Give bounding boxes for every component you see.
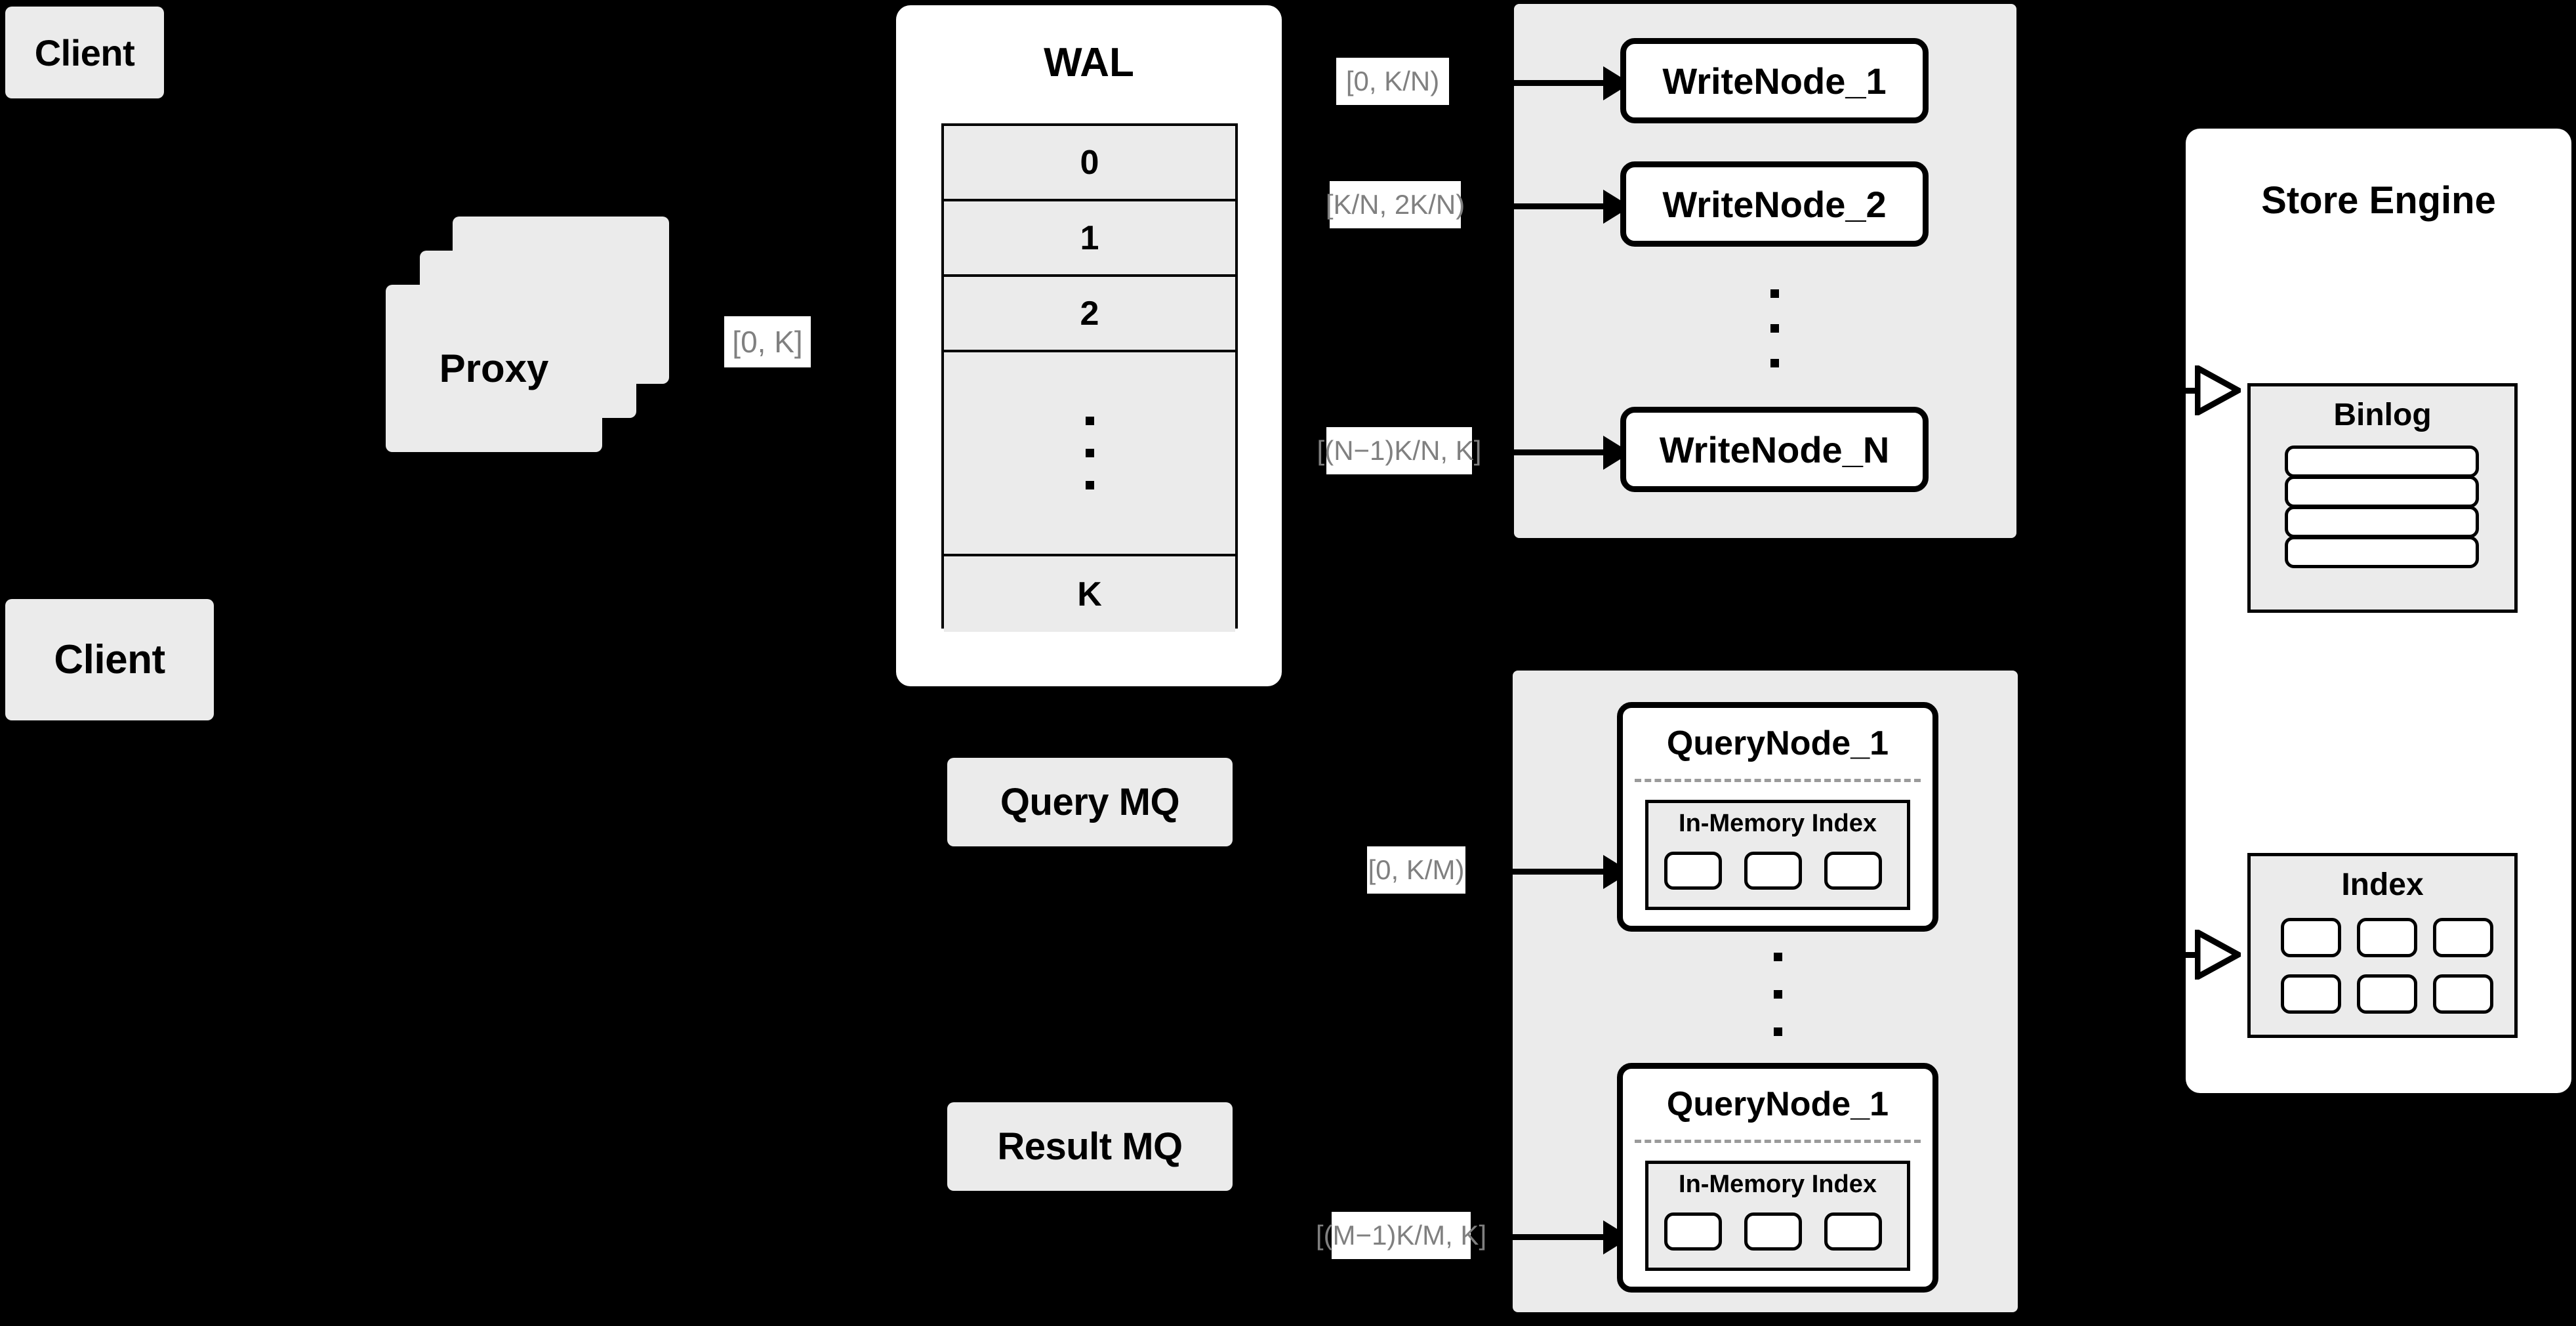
write-node-2-range-text: [K/N, 2K/N) <box>1325 189 1465 220</box>
index-segment <box>1744 1212 1802 1251</box>
client-label-1: Client <box>34 31 135 73</box>
query-node-1-label: QueryNode_1 <box>1666 724 1889 762</box>
write-node-2-range-label: [K/N, 2K/N) <box>1326 181 1465 228</box>
query-node-1-divider <box>1635 779 1921 782</box>
write-node-n-label: WriteNode_N <box>1659 428 1890 470</box>
write-node-1-range-label: [0, K/N) <box>1336 58 1449 105</box>
query-node-1-box[interactable]: QueryNode_1 In-Memory Index <box>1617 702 1938 932</box>
arrow-to-index <box>2152 952 2203 958</box>
wal-row-label: 0 <box>1080 143 1099 182</box>
client-label-2: Client <box>54 637 165 682</box>
client-box-1[interactable]: Client <box>5 7 164 98</box>
index-segment <box>1664 852 1722 890</box>
wal-title: WAL <box>1044 40 1134 85</box>
arrow-to-write-node-n <box>1503 449 1603 455</box>
arrow-to-query-node-1 <box>1503 869 1603 875</box>
in-memory-index-2: In-Memory Index <box>1645 1161 1910 1271</box>
wal-row-label: 1 <box>1080 218 1099 257</box>
query-cluster-ellipsis-icon <box>1758 935 1797 1053</box>
arrowhead-index-hollow-icon <box>2195 930 2241 980</box>
index-slot <box>2433 918 2493 957</box>
query-mq-label: Query MQ <box>1000 781 1180 823</box>
index-title: Index <box>2341 867 2424 902</box>
write-node-2-label: WriteNode_2 <box>1662 183 1887 225</box>
in-memory-index-2-title: In-Memory Index <box>1679 1171 1877 1198</box>
proxy-range-text: [0, K] <box>732 325 803 359</box>
proxy-label: Proxy <box>439 346 549 390</box>
arrow-to-query-node-2 <box>1503 1234 1603 1240</box>
client-box-2[interactable]: Client <box>5 599 214 720</box>
binlog-segment <box>2285 536 2479 568</box>
write-node-1-range-text: [0, K/N) <box>1345 66 1440 96</box>
binlog-title: Binlog <box>2333 398 2432 432</box>
wal-row-label: 2 <box>1080 294 1099 333</box>
binlog-segment <box>2285 476 2479 508</box>
write-node-1-box[interactable]: WriteNode_1 <box>1620 38 1929 123</box>
wal-table: 0 1 2 K <box>941 123 1238 632</box>
wal-row: 0 <box>944 126 1235 201</box>
arrowhead-binlog-hollow-icon <box>2195 365 2241 415</box>
index-slot <box>2281 918 2341 957</box>
index-slot <box>2357 974 2417 1014</box>
proxy-range-label: [0, K] <box>724 316 811 367</box>
binlog-segment <box>2285 445 2479 478</box>
write-cluster-ellipsis-icon <box>1755 276 1794 381</box>
query-node-1-range-label: [0, K/M) <box>1367 846 1465 894</box>
index-slot <box>2281 974 2341 1014</box>
index-slot <box>2433 974 2493 1014</box>
result-mq-label: Result MQ <box>997 1125 1183 1168</box>
binlog-group: Binlog <box>2247 383 2518 613</box>
binlog-segment <box>2285 506 2479 538</box>
store-engine-title: Store Engine <box>2261 179 2496 222</box>
query-node-2-box[interactable]: QueryNode_1 In-Memory Index <box>1617 1063 1938 1293</box>
write-node-n-range-text: [(N−1)K/N, K] <box>1317 435 1482 466</box>
query-node-1-range-text: [0, K/M) <box>1368 854 1465 885</box>
wal-vertical-ellipsis-icon <box>944 352 1235 554</box>
query-mq-box[interactable]: Query MQ <box>947 758 1233 846</box>
write-node-1-label: WriteNode_1 <box>1662 60 1887 102</box>
query-node-2-range-text: [(M−1)K/M, K] <box>1315 1220 1487 1251</box>
result-mq-box[interactable]: Result MQ <box>947 1102 1233 1191</box>
wal-row: 2 <box>944 277 1235 352</box>
wal-panel: WAL 0 1 2 K <box>896 5 1282 686</box>
in-memory-index-1: In-Memory Index <box>1645 800 1910 910</box>
arrow-to-write-node-2 <box>1503 203 1603 209</box>
index-group: Index <box>2247 853 2518 1038</box>
wal-row-ellipsis <box>944 352 1235 556</box>
in-memory-index-1-title: In-Memory Index <box>1679 810 1877 837</box>
query-node-2-divider <box>1635 1140 1921 1143</box>
wal-row: 1 <box>944 201 1235 277</box>
query-node-2-range-label: [(M−1)K/M, K] <box>1316 1212 1486 1259</box>
index-segment <box>1824 1212 1882 1251</box>
index-slot <box>2357 918 2417 957</box>
wal-row-label: K <box>1077 575 1102 613</box>
arrow-to-write-node-1 <box>1503 80 1603 86</box>
write-node-2-box[interactable]: WriteNode_2 <box>1620 161 1929 247</box>
query-node-2-label: QueryNode_1 <box>1666 1085 1889 1123</box>
wal-row: K <box>944 556 1235 632</box>
proxy-box[interactable]: Proxy <box>386 285 602 452</box>
write-node-n-range-label: [(N−1)K/N, K] <box>1317 427 1481 474</box>
arrow-to-binlog <box>2152 388 2203 394</box>
index-segment <box>1744 852 1802 890</box>
store-engine-panel: Store Engine Binlog Index <box>2186 129 2571 1093</box>
index-segment <box>1664 1212 1722 1251</box>
write-node-n-box[interactable]: WriteNode_N <box>1620 407 1929 492</box>
index-segment <box>1824 852 1882 890</box>
